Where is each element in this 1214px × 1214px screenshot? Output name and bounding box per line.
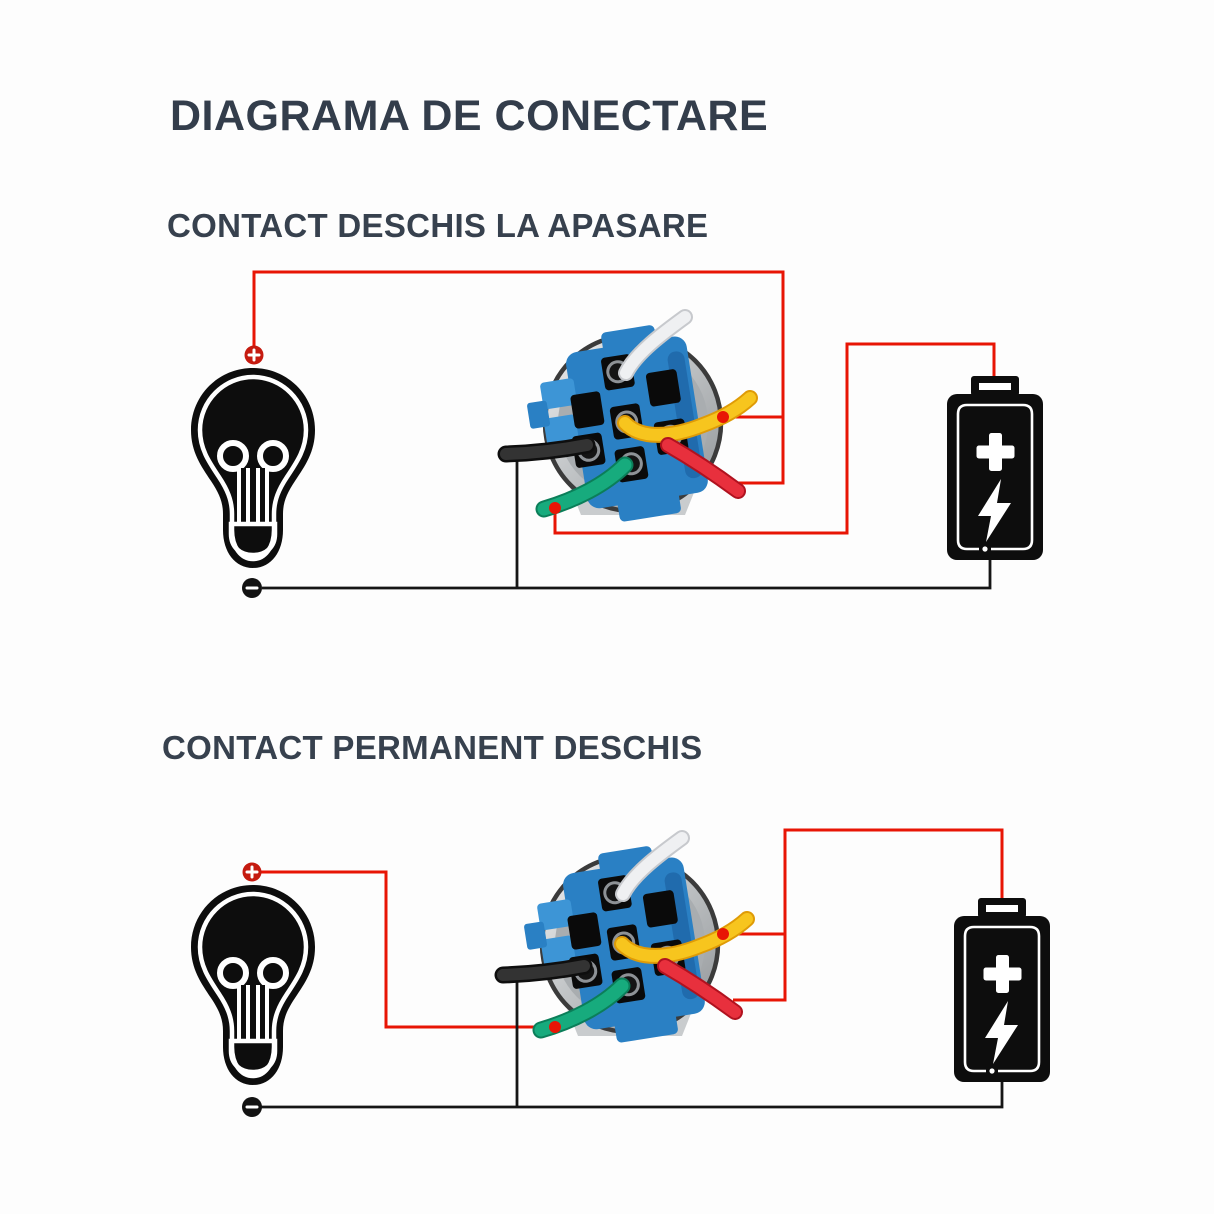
red-wire-bulb-to-switch-top-run <box>252 270 785 485</box>
black-wire-bulb-to-battery <box>262 560 992 590</box>
battery-icon <box>945 374 1045 562</box>
section-2-heading: CONTACT PERMANENT DESCHIS <box>162 729 703 766</box>
red-wire-bulb-to-green-pin <box>261 870 549 1029</box>
diagram-permanent-open <box>191 828 1052 1119</box>
light-bulb-icon <box>191 885 315 1085</box>
bulb-negative-terminal <box>240 576 264 600</box>
connection-dot-green-wire <box>549 1021 561 1033</box>
light-bulb-icon <box>191 368 315 568</box>
switch-connector-photo <box>503 838 747 1055</box>
section-1-heading: CONTACT DESCHIS LA APASARE <box>167 207 709 244</box>
connection-dot-yellow-wire <box>717 928 729 940</box>
page-title: DIAGRAMA DE CONECTARE <box>170 92 769 140</box>
battery-icon <box>952 896 1052 1084</box>
red-wire-pins-to-battery <box>733 828 1004 1002</box>
switch-connector-photo <box>506 317 750 534</box>
bulb-positive-terminal <box>241 861 263 883</box>
connection-dot-green-wire <box>549 502 561 514</box>
black-wire-bulb-to-battery <box>261 1080 1004 1109</box>
red-wire-green-pin-to-battery <box>553 342 996 535</box>
bulb-negative-terminal <box>240 1095 264 1119</box>
diagram-open-on-press <box>191 270 1045 600</box>
connection-dot-yellow-wire <box>717 411 729 423</box>
bulb-positive-terminal <box>243 344 265 366</box>
